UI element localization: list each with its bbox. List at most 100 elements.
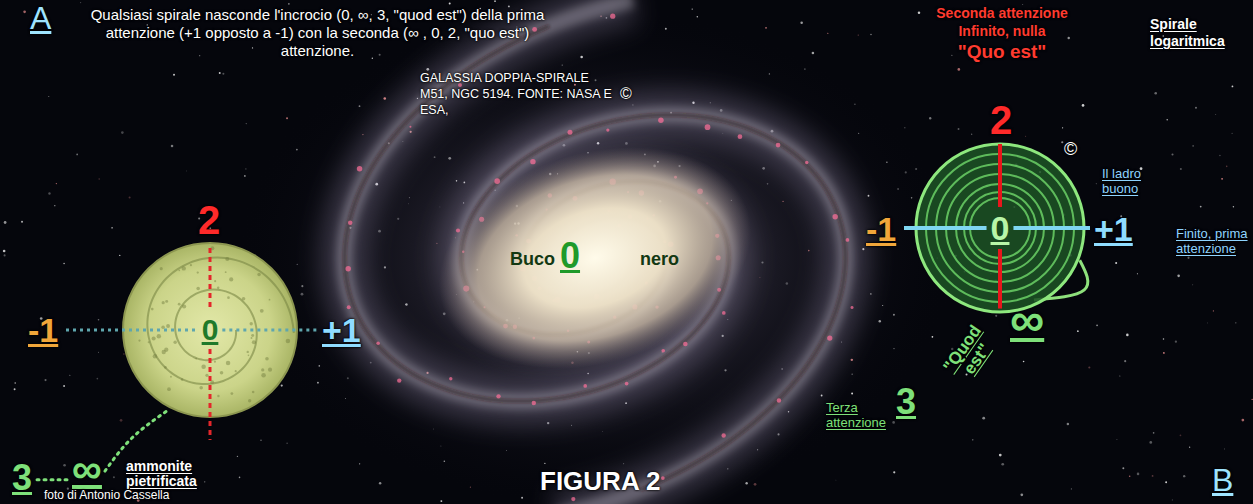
star-dot — [48, 95, 50, 97]
nebula-spot — [738, 134, 743, 139]
fossil-grain — [252, 391, 255, 394]
star-dot — [759, 277, 761, 279]
horizontal-axis — [222, 329, 318, 332]
star-dot — [868, 195, 870, 197]
star-dot — [893, 348, 894, 349]
star-dot — [932, 336, 934, 338]
star-dot — [76, 154, 78, 156]
star-dot — [286, 117, 288, 119]
star-dot — [63, 263, 64, 264]
star-dot — [904, 127, 905, 128]
star-dot — [1129, 475, 1131, 477]
star-dot — [1077, 330, 1079, 332]
star-dot — [893, 314, 895, 316]
nebula-spot — [345, 266, 350, 271]
nebula-spot — [567, 130, 572, 135]
star-dot — [812, 52, 815, 55]
fossil-grain — [268, 368, 272, 372]
fossil-grain — [261, 373, 266, 378]
star-dot — [1193, 145, 1194, 146]
star-dot — [113, 476, 115, 478]
fossil-grain — [250, 337, 252, 339]
ammonite-circle: 0 — [122, 242, 298, 418]
galaxy-core — [411, 111, 778, 405]
horizontal-axis — [1013, 226, 1090, 230]
star-dot — [879, 320, 881, 322]
fossil-grain — [227, 296, 230, 299]
star-dot — [318, 365, 320, 367]
star-dot — [767, 183, 769, 185]
axis-number: 3 — [896, 384, 916, 420]
axis-number: +1 — [1094, 212, 1133, 246]
fossil-grain — [201, 364, 206, 369]
fossil-grain — [229, 277, 233, 281]
fossil-grain — [178, 269, 180, 271]
nebula-spot — [721, 433, 725, 437]
star-dot — [808, 250, 810, 252]
star-dot — [439, 206, 441, 208]
star-dot — [521, 497, 523, 499]
star-dot — [405, 303, 407, 305]
star-dot — [665, 28, 667, 30]
star-dot — [260, 439, 261, 440]
star-dot — [1152, 475, 1154, 477]
core-number: 0 — [560, 238, 580, 274]
star-dot — [1061, 141, 1063, 143]
star-dot — [580, 56, 583, 59]
nebula-spot — [683, 342, 688, 347]
fossil-grain — [148, 341, 150, 343]
nebula-spot — [583, 384, 587, 388]
star-dot — [1215, 114, 1216, 115]
fossil-grain — [195, 358, 197, 360]
star-dot — [1232, 85, 1234, 87]
star-dot — [444, 460, 446, 462]
fossil-grain — [252, 340, 256, 344]
star-dot — [1126, 334, 1129, 337]
star-dot — [397, 218, 399, 220]
star-dot — [301, 285, 303, 287]
nebula-spot — [827, 335, 832, 340]
fossil-grain — [160, 267, 163, 270]
star-dot — [123, 353, 125, 355]
star-dot — [98, 351, 100, 353]
figure-heading: Qualsiasi spirale nasconde l'incrocio (0… — [80, 6, 555, 60]
corner-letter: A — [30, 2, 51, 34]
star-dot — [345, 398, 347, 400]
star-dot — [1115, 262, 1117, 264]
star-dot — [98, 319, 100, 321]
star-dot — [21, 221, 23, 223]
star-dot — [870, 34, 871, 35]
star-dot — [222, 73, 224, 75]
nebula-spot — [610, 14, 615, 19]
star-dot — [432, 428, 434, 430]
fossil-grain — [257, 273, 260, 276]
star-dot — [347, 377, 349, 379]
star-dot — [762, 167, 765, 170]
nebula-spot — [397, 378, 401, 382]
copyright-mark: © — [1064, 140, 1077, 158]
side-note: Finito, prima attenzione — [1176, 226, 1248, 256]
star-dot — [761, 261, 763, 263]
star-dot — [244, 175, 246, 177]
star-dot — [246, 123, 247, 124]
horizontal-axis — [66, 329, 198, 332]
nebula-spot — [348, 220, 353, 225]
star-dot — [296, 149, 298, 151]
nebula-spot — [449, 377, 452, 380]
star-dot — [14, 382, 15, 383]
star-dot — [1137, 473, 1140, 476]
core-label: Buco — [510, 250, 555, 268]
star-dot — [782, 201, 783, 202]
fossil-grain — [153, 354, 157, 358]
star-dot — [436, 243, 437, 244]
nebula-spot — [705, 124, 711, 130]
fossil-grain — [167, 387, 171, 391]
star-dot — [886, 162, 887, 163]
star-dot — [239, 477, 241, 479]
star-dot — [1001, 463, 1004, 466]
star-dot — [204, 481, 205, 482]
axis-number: -1 — [866, 212, 896, 246]
star-dot — [958, 128, 960, 130]
fossil-grain — [214, 280, 216, 282]
star-dot — [1235, 322, 1236, 323]
